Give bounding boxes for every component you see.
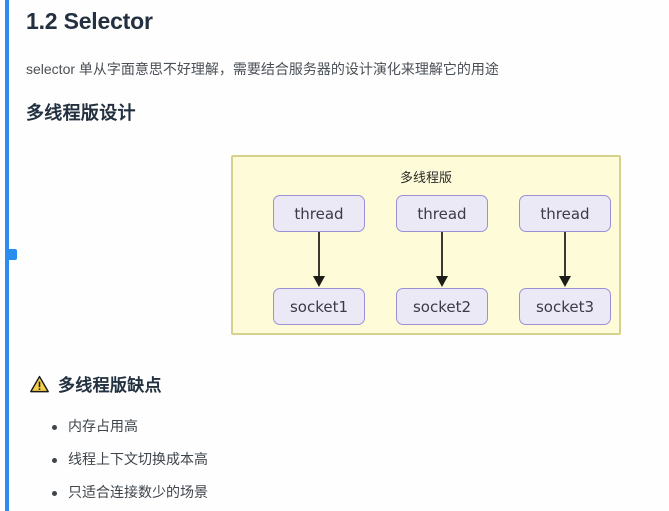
- list-item: 只适合连接数少的场景: [52, 476, 208, 509]
- warning-triangle-icon: [30, 375, 49, 392]
- diagram-node-thread[interactable]: thread: [273, 195, 365, 232]
- warning-heading: 多线程版缺点: [30, 371, 162, 396]
- diagram-column: thread socket3: [519, 195, 611, 325]
- diagram-subgraph-container: 多线程版 thread socket1 thread socket2 threa…: [231, 155, 621, 335]
- multithread-design-diagram: 多线程版 thread socket1 thread socket2 threa…: [26, 144, 646, 344]
- diagram-edge-arrowhead-icon: [436, 276, 448, 287]
- list-item: 内存占用高: [52, 410, 208, 443]
- page-title: 1.2 Selector: [26, 8, 153, 34]
- diagram-column: thread socket1: [273, 195, 365, 325]
- diagram-subgraph-label: 多线程版: [399, 171, 452, 186]
- diagram-node-thread[interactable]: thread: [519, 195, 611, 232]
- diagram-node-socket[interactable]: socket3: [519, 288, 611, 325]
- diagram-edge-line: [441, 232, 443, 278]
- document-content: 1.2 Selector selector 单从字面意思不好理解，需要结合服务器…: [26, 0, 646, 511]
- warning-heading-label: 多线程版缺点: [58, 376, 162, 395]
- drawbacks-list: 内存占用高 线程上下文切换成本高 只适合连接数少的场景: [44, 410, 208, 509]
- diagram-edge-line: [318, 232, 320, 278]
- list-item: 线程上下文切换成本高: [52, 443, 208, 476]
- section-heading: 多线程版设计: [26, 103, 136, 123]
- diagram-node-socket[interactable]: socket1: [273, 288, 365, 325]
- diagram-edge-arrowhead-icon: [313, 276, 325, 287]
- intro-paragraph: selector 单从字面意思不好理解，需要结合服务器的设计演化来理解它的用途: [26, 61, 499, 77]
- diagram-edge-arrowhead-icon: [559, 276, 571, 287]
- scroll-progress-rail[interactable]: [5, 0, 17, 511]
- diagram-node-thread[interactable]: thread: [396, 195, 488, 232]
- diagram-node-socket[interactable]: socket2: [396, 288, 488, 325]
- diagram-edge-line: [564, 232, 566, 278]
- scroll-position-marker[interactable]: [7, 249, 17, 260]
- diagram-column: thread socket2: [396, 195, 488, 325]
